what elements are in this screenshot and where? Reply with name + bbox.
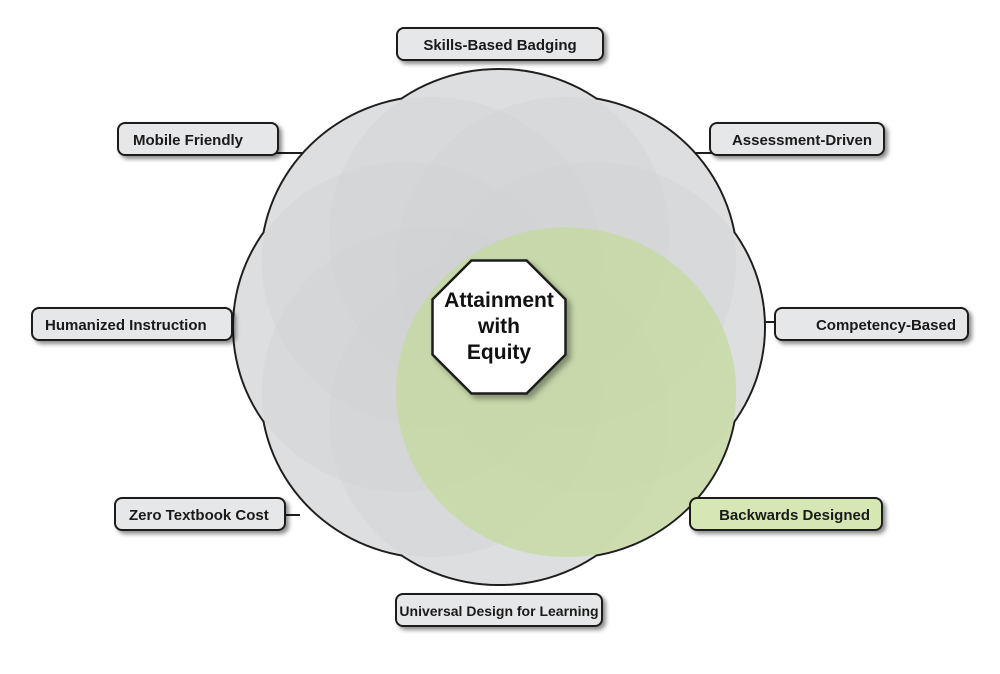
center-line-2: with xyxy=(477,315,520,338)
pill-competency-based: Competency-Based xyxy=(774,307,969,341)
pill-assessment-driven: Assessment-Driven xyxy=(709,122,885,156)
petal-backwards-designed xyxy=(396,227,737,558)
pill-universal-design-for-learning: Universal Design for Learning xyxy=(395,593,603,627)
center-octagon xyxy=(431,259,567,395)
pill-backwards-designed: Backwards Designed xyxy=(689,497,883,531)
label-mobile-friendly: Mobile Friendly xyxy=(133,132,244,149)
pill-skills-based-badging: Skills-Based Badging xyxy=(396,27,604,61)
center-line-1: Attainment xyxy=(444,289,554,312)
label-competency-based: Competency-Based xyxy=(816,317,956,334)
label-universal-design-for-learning: Universal Design for Learning xyxy=(399,603,598,619)
label-assessment-driven: Assessment-Driven xyxy=(732,132,872,149)
center-line-3: Equity xyxy=(467,341,531,364)
label-zero-textbook-cost: Zero Textbook Cost xyxy=(129,507,269,524)
pill-humanized-instruction: Humanized Instruction xyxy=(31,307,233,341)
label-pills: Skills-Based Badging Assessment-Driven C… xyxy=(31,27,969,627)
pill-zero-textbook-cost: Zero Textbook Cost xyxy=(114,497,286,531)
label-skills-based-badging: Skills-Based Badging xyxy=(423,37,576,54)
center-hub: Attainment with Equity xyxy=(431,259,567,395)
pill-mobile-friendly: Mobile Friendly xyxy=(117,122,279,156)
label-humanized-instruction: Humanized Instruction xyxy=(45,317,207,334)
label-backwards-designed: Backwards Designed xyxy=(719,507,870,524)
